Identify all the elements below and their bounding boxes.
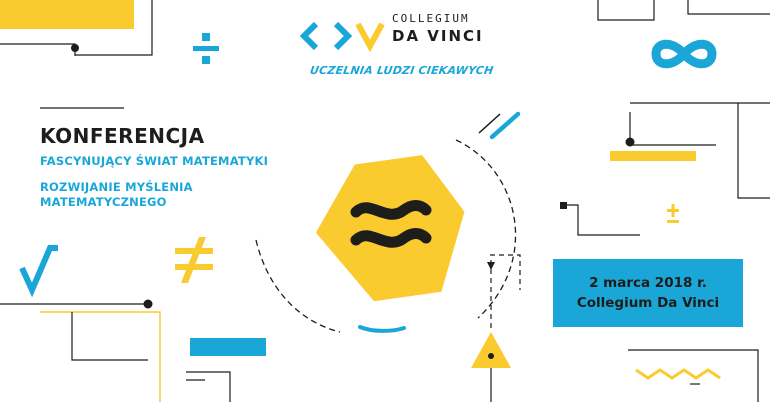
line-top-right bbox=[597, 0, 655, 21]
conference-subtitle-2: ROZWIJANIE MYŚLENIA MATEMATYCZNEGO bbox=[40, 180, 193, 209]
slash-blue bbox=[489, 111, 521, 140]
dashed-arc-right bbox=[455, 139, 517, 319]
line-top-left bbox=[0, 43, 76, 56]
brand-name: COLLEGIUM DA VINCI bbox=[392, 12, 484, 45]
line-bottom-left-2 bbox=[40, 311, 161, 402]
logo-mark-icon bbox=[300, 21, 385, 52]
infinity-icon bbox=[651, 39, 717, 69]
line-right-vert bbox=[737, 103, 770, 199]
conference-subtitle: FASCYNUJĄCY ŚWIAT MATEMATYKI bbox=[40, 154, 269, 168]
line-top-right-2 bbox=[687, 0, 770, 15]
blue-bar-bottom bbox=[190, 338, 266, 356]
event-venue: Collegium Da Vinci bbox=[576, 295, 720, 311]
approx-icon bbox=[315, 155, 465, 302]
line-top-left-2 bbox=[75, 0, 153, 56]
line-bottom-mid bbox=[186, 371, 231, 402]
brand-line1: COLLEGIUM bbox=[392, 12, 470, 25]
dashed-line-right bbox=[490, 254, 521, 290]
tagline: UCZELNIA LUDZI CIEKAWYCH bbox=[309, 64, 495, 77]
line-bottom-left-3 bbox=[71, 312, 148, 361]
dot-bottom-left bbox=[143, 299, 153, 309]
line-right-mid-2 bbox=[629, 112, 716, 146]
event-date: 2 marca 2018 r. bbox=[589, 275, 707, 291]
zigzag-yellow bbox=[635, 368, 721, 380]
yellow-bar-right bbox=[610, 151, 696, 161]
triangle-icon bbox=[471, 260, 511, 402]
line-mid-right bbox=[567, 204, 640, 236]
conference-title: KONFERENCJA bbox=[40, 124, 205, 148]
dot-right-mid bbox=[625, 137, 635, 147]
plus-minus-icon bbox=[667, 204, 679, 223]
small-square bbox=[560, 202, 567, 209]
dot-top-left bbox=[71, 44, 79, 52]
yellow-bar-top-left bbox=[0, 0, 134, 29]
slash-dark bbox=[478, 113, 501, 134]
division-icon bbox=[193, 33, 219, 64]
dashed-arc-left bbox=[255, 239, 341, 333]
event-info-box: 2 marca 2018 r. Collegium Da Vinci bbox=[553, 259, 743, 327]
brand-line2: DA VINCI bbox=[392, 27, 484, 45]
blue-arc-bottom bbox=[358, 325, 406, 333]
not-equal-icon bbox=[175, 237, 213, 283]
line-bottom-right bbox=[628, 349, 759, 402]
square-root-icon bbox=[19, 245, 58, 298]
